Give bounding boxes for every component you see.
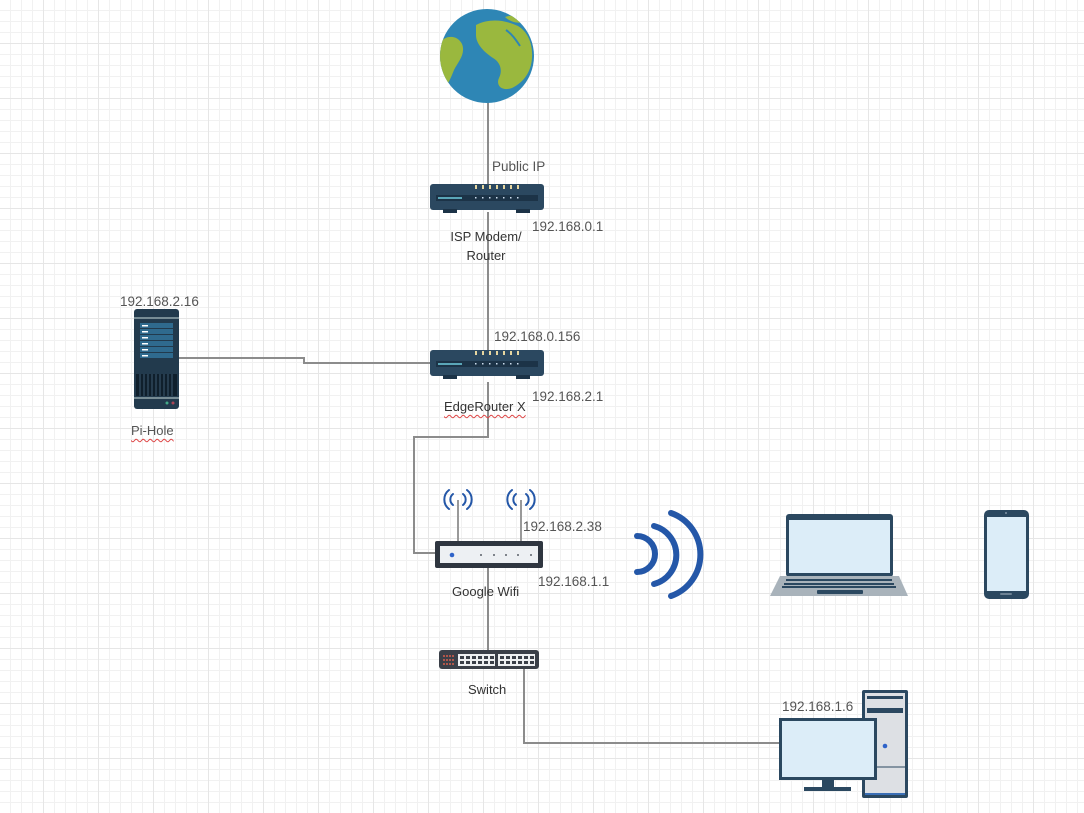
isp-lan-ip-label: 192.168.0.1 bbox=[532, 219, 604, 234]
isp-router-label: ISP Modem/ Router bbox=[440, 227, 532, 265]
googlewifi-wan-ip-label: 192.168.2.38 bbox=[523, 519, 602, 534]
googlewifi-label: Google Wifi bbox=[452, 584, 520, 599]
isp-router-label-line1: ISP Modem/ bbox=[450, 229, 522, 244]
edgerouter-label: EdgeRouter X bbox=[444, 399, 526, 414]
laptop-icon[interactable] bbox=[770, 514, 908, 596]
desktop-ip-label: 192.168.1.6 bbox=[782, 699, 854, 714]
switch-label: Switch bbox=[468, 682, 507, 697]
desktop-pc-icon[interactable] bbox=[779, 690, 908, 798]
link-switch-desktop[interactable] bbox=[523, 668, 780, 744]
wifi-router-icon[interactable] bbox=[435, 489, 543, 568]
edgerouter-lan-ip-label: 192.168.2.1 bbox=[532, 389, 604, 404]
edgerouter-wan-ip-label: 192.168.0.156 bbox=[494, 329, 581, 344]
googlewifi-lan-ip-label: 192.168.1.1 bbox=[538, 574, 610, 589]
pihole-label-text: Pi-Hole bbox=[131, 423, 174, 438]
server-icon[interactable] bbox=[134, 309, 179, 409]
wireless-signal-icon bbox=[634, 510, 704, 599]
link-edgerouter-googlewifi[interactable] bbox=[413, 382, 489, 554]
isp-router-icon[interactable] bbox=[430, 184, 544, 213]
isp-wan-ip-label: Public IP bbox=[492, 159, 546, 174]
isp-router-label-line2: Router bbox=[466, 248, 506, 263]
switch-icon[interactable] bbox=[439, 650, 539, 669]
edgerouter-label-text: EdgeRouter X bbox=[444, 399, 526, 414]
link-pihole-edgerouter[interactable] bbox=[178, 357, 430, 364]
pihole-label: Pi-Hole bbox=[131, 423, 174, 438]
edgerouter-icon[interactable] bbox=[430, 350, 544, 379]
phone-icon[interactable] bbox=[984, 510, 1029, 599]
pihole-ip-label: 192.168.2.16 bbox=[120, 294, 199, 309]
globe-icon[interactable] bbox=[436, 9, 535, 103]
